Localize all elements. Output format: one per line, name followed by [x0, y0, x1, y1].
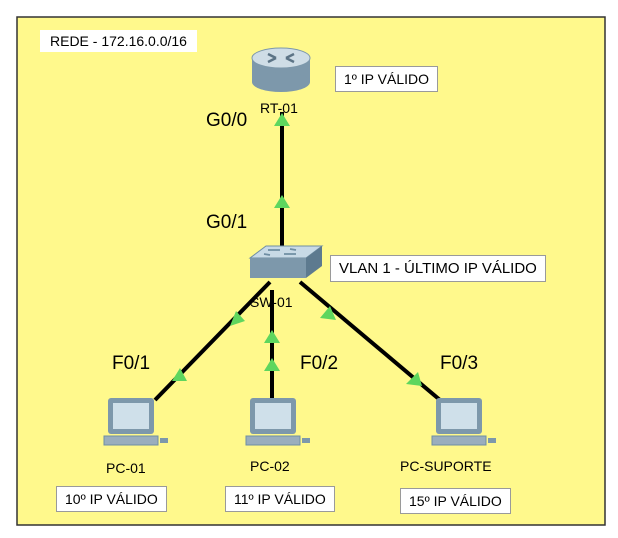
- pc2-ip-label: 11º IP VÁLIDO: [225, 486, 335, 512]
- link-light-switch-uplink: [274, 195, 290, 208]
- port-switch-f03: F0/3: [440, 353, 479, 374]
- link-light-pc1: [172, 368, 187, 381]
- port-switch-g01: G0/1: [206, 212, 248, 233]
- pc2-icon[interactable]: [245, 398, 310, 446]
- router-name: RT-01: [260, 100, 298, 116]
- link-light-pc3: [406, 372, 422, 386]
- network-title: REDE - 172.16.0.0/16: [40, 30, 197, 52]
- router-icon[interactable]: [251, 47, 311, 92]
- pc3-ip-label: 15º IP VÁLIDO: [400, 488, 511, 514]
- switch-name: SW-01: [250, 294, 293, 310]
- pc3-name: PC-SUPORTE: [400, 458, 492, 474]
- link-light-switch-f01: [230, 311, 245, 326]
- switch-ip-label: VLAN 1 - ÚLTIMO IP VÁLIDO: [330, 255, 546, 282]
- pc1-ip-label: 10º IP VÁLIDO: [56, 486, 167, 512]
- link-light-router: [274, 113, 290, 126]
- pc1-name: PC-01: [106, 460, 146, 476]
- router-ip-label: 1º IP VÁLIDO: [335, 66, 439, 92]
- link-light-switch-f02: [264, 330, 280, 343]
- switch-icon[interactable]: [248, 245, 324, 278]
- link-light-pc2: [264, 358, 280, 371]
- port-switch-f01: F0/1: [112, 353, 151, 374]
- port-switch-f02: F0/2: [300, 353, 339, 374]
- port-router-g00: G0/0: [206, 110, 248, 131]
- pc2-name: PC-02: [250, 458, 290, 474]
- pc1-icon[interactable]: [103, 398, 168, 446]
- link-light-switch-f03: [320, 306, 336, 320]
- pc3-icon[interactable]: [431, 398, 496, 446]
